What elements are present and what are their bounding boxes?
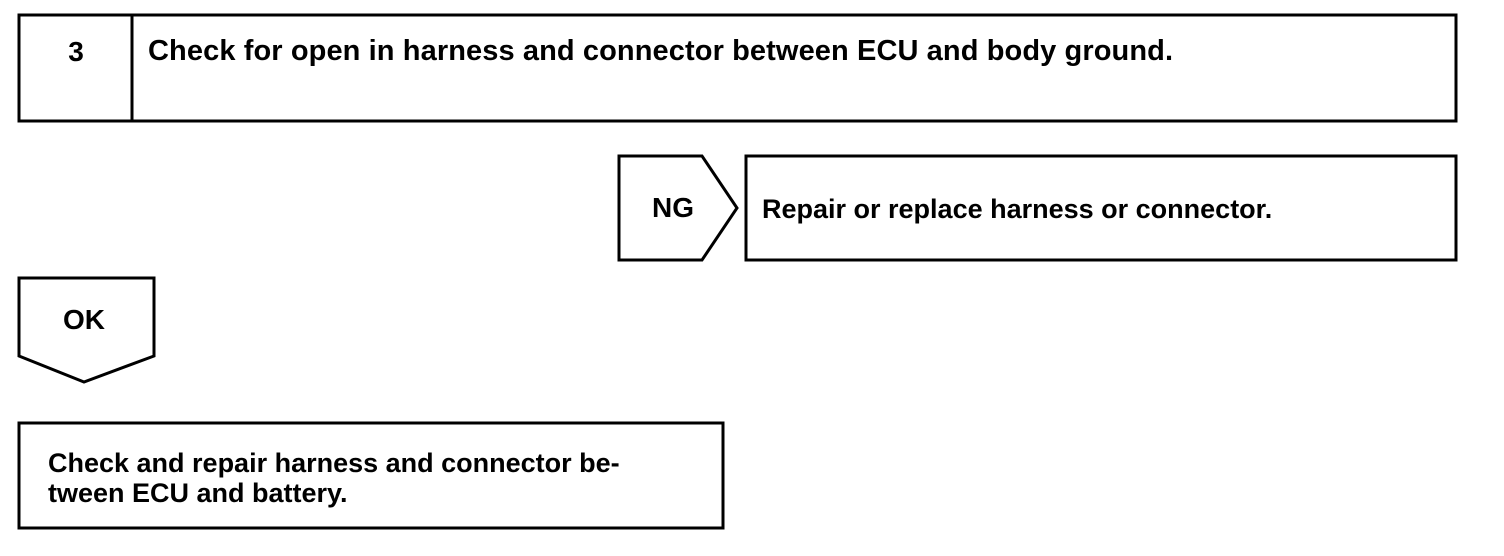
step-box	[17, 13, 1458, 123]
ok-action-line-2: tween ECU and battery.	[48, 478, 348, 508]
ng-action-box	[744, 154, 1458, 262]
step-title: Check for open in harness and connector …	[148, 35, 1174, 67]
ok-label: OK	[63, 304, 105, 335]
ok-action-text: Check and repair harness and connector b…	[48, 448, 708, 508]
ok-arrow-shape	[17, 276, 156, 384]
ok-action-box	[17, 421, 725, 530]
ok-action-line-1: Check and repair harness and connector b…	[48, 448, 620, 478]
ng-label: NG	[652, 192, 694, 223]
step-number: 3	[68, 36, 84, 67]
ng-arrow-shape	[617, 154, 739, 262]
ng-action-text: Repair or replace harness or connector.	[762, 194, 1273, 224]
